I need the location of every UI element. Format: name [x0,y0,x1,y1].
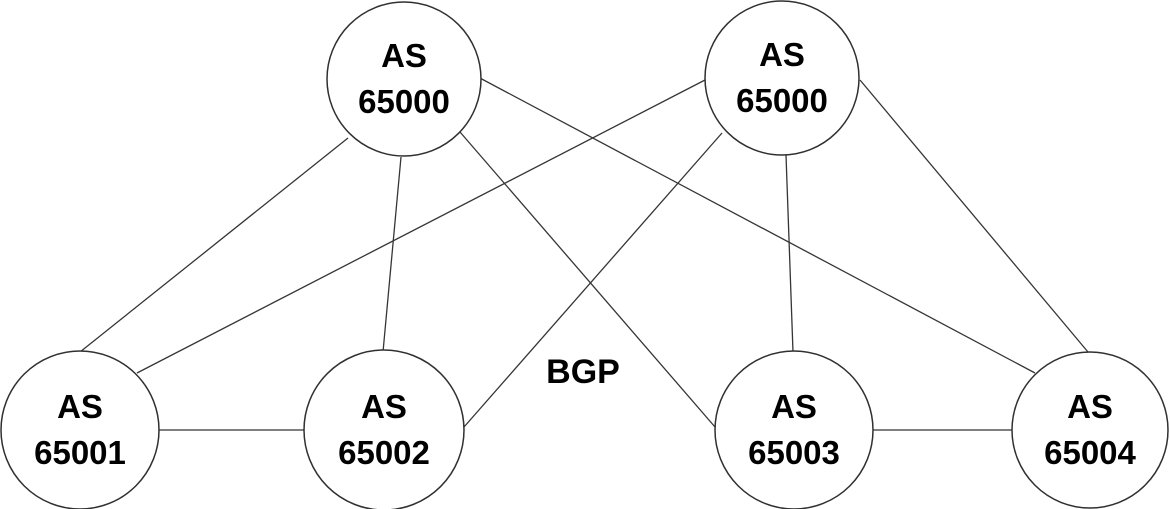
edges-layer [79,76,1089,431]
node-as65004: AS 65004 [1011,351,1169,509]
node-label-line2: 65000 [736,82,828,119]
node-label-line2: 65003 [748,434,840,471]
node-label-as65000-right: AS 65000 [736,36,828,119]
node-label-line2: 65000 [358,83,450,120]
node-label-as65002: AS 65002 [338,388,430,471]
edge-as65000-right--as65002 [463,132,723,428]
node-label-line2: 65001 [34,434,126,471]
edge-as65000-left--as65003 [459,131,716,428]
node-circle-as65001 [0,350,160,509]
edge-as65000-right--as65004 [859,79,1089,353]
edge-as65000-right--as65001 [136,79,706,374]
labels-layer: BGP [546,353,620,391]
edge-as65000-left--as65001 [79,137,349,353]
node-label-line1: AS [771,388,817,425]
node-label-line2: 65002 [338,434,430,471]
node-label-line1: AS [759,36,805,73]
node-label-line1: AS [1067,388,1113,425]
node-as65002: AS 65002 [303,349,465,509]
edge-as65000-left--as65002 [382,156,402,353]
node-label-line1: AS [381,37,427,74]
node-label-as65000-left: AS 65000 [358,37,450,120]
node-circle-as65000-left [326,1,482,157]
node-as65000-right: AS 65000 [704,0,860,156]
node-label-as65001: AS 65001 [34,388,126,471]
node-label-line1: AS [57,388,103,425]
node-label-as65004: AS 65004 [1044,388,1136,471]
node-circle-as65000-right [704,0,860,156]
edge-as65000-right--as65003 [785,154,794,353]
node-label-line2: 65004 [1044,434,1136,471]
node-as65003: AS 65003 [714,350,874,509]
node-circle-as65002 [303,349,465,509]
bgp-label: BGP [546,353,620,391]
node-label-line1: AS [361,388,407,425]
node-circle-as65004 [1011,351,1169,509]
node-as65000-left: AS 65000 [326,1,482,157]
node-as65001: AS 65001 [0,350,160,509]
node-label-as65003: AS 65003 [748,388,840,471]
node-circle-as65003 [714,350,874,509]
edge-as65000-left--as65004 [477,76,1036,374]
